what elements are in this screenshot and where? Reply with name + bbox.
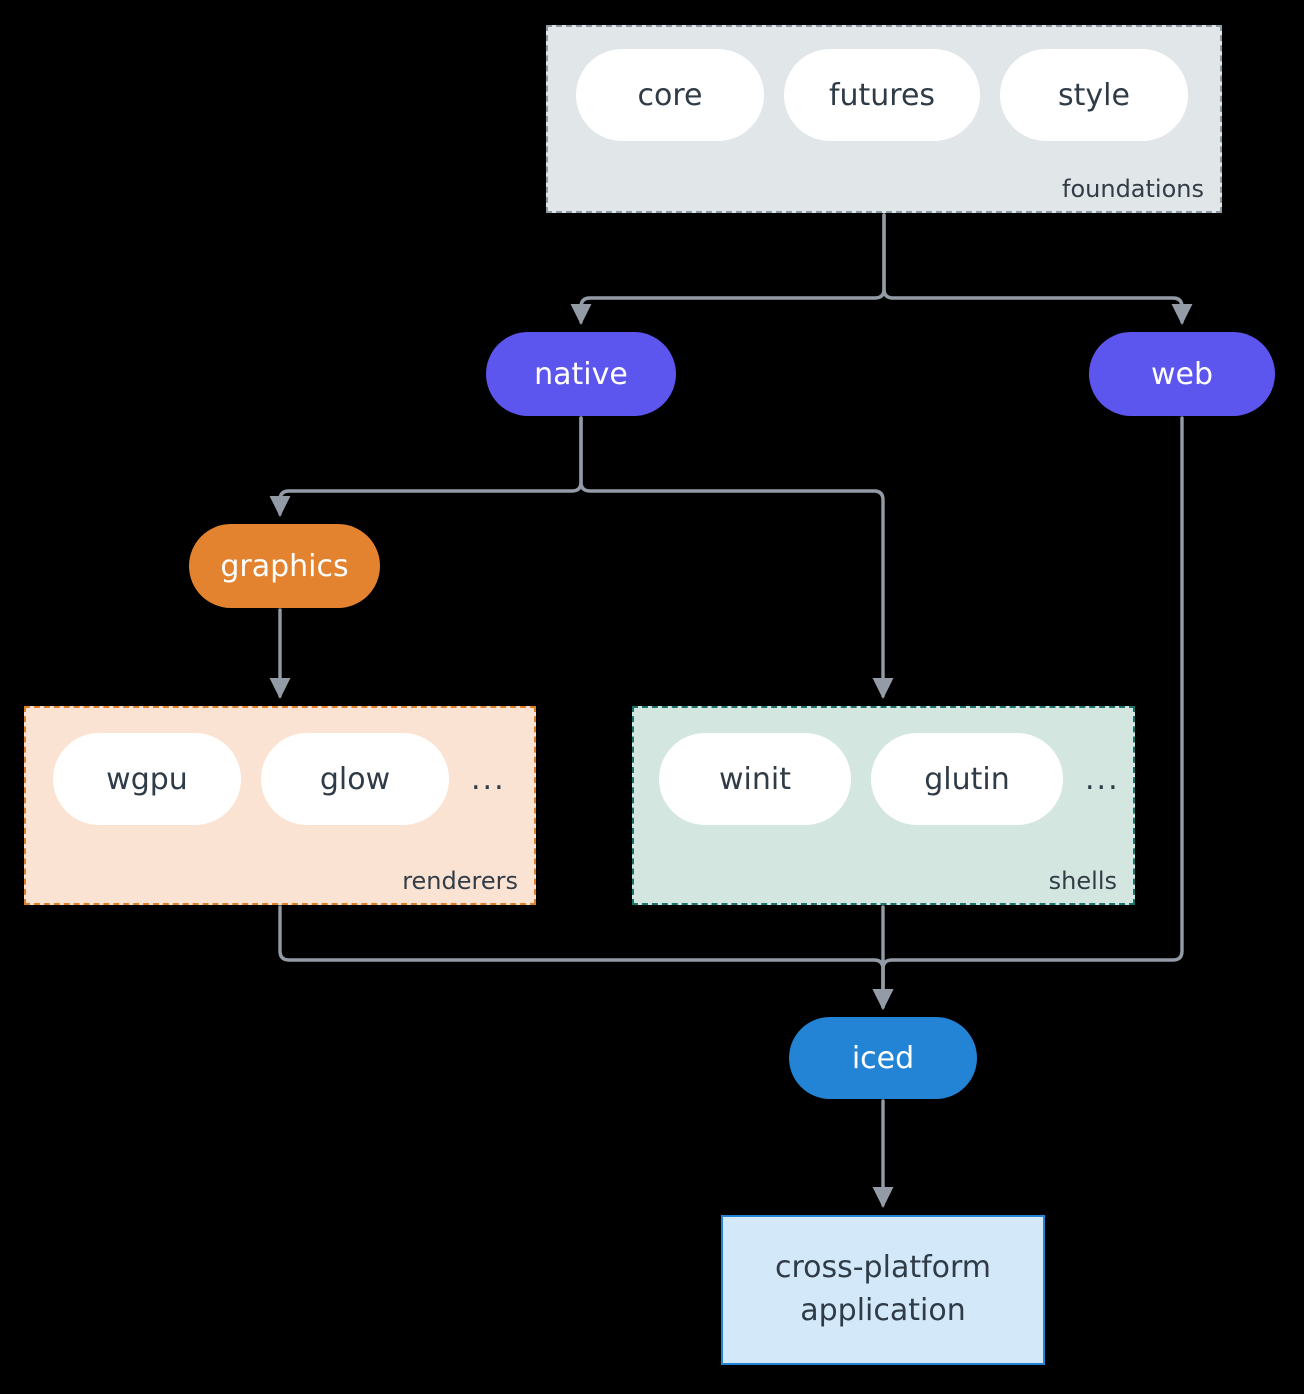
node-core[interactable]: core <box>576 49 764 141</box>
group-label-foundations: foundations <box>1062 175 1204 203</box>
group-label-shells: shells <box>1048 867 1117 895</box>
node-wgpu[interactable]: wgpu <box>53 733 241 825</box>
node-style[interactable]: style <box>1000 49 1188 141</box>
edge-foundations-to-web <box>882 213 1193 325</box>
application-line-1: cross-platform <box>774 1250 992 1286</box>
node-cross-platform-application[interactable]: cross-platform application <box>721 1215 1045 1365</box>
node-glutin[interactable]: glutin <box>871 733 1063 825</box>
renderers-items: wgpu glow ... <box>53 733 506 825</box>
node-winit[interactable]: winit <box>659 733 851 825</box>
group-label-renderers: renderers <box>402 867 518 895</box>
renderers-more-ellipsis: ... <box>471 761 506 797</box>
node-iced[interactable]: iced <box>789 1017 977 1099</box>
node-glow[interactable]: glow <box>261 733 449 825</box>
edge-renderers-to-iced <box>278 905 894 1010</box>
node-native[interactable]: native <box>486 332 676 416</box>
node-futures[interactable]: futures <box>784 49 980 141</box>
edge-foundations-to-native <box>570 213 886 325</box>
shells-items: winit glutin ... <box>659 733 1120 825</box>
foundations-items: core futures style <box>576 49 1188 141</box>
node-graphics[interactable]: graphics <box>189 524 380 608</box>
edge-native-to-shells <box>579 416 894 699</box>
group-renderers: wgpu glow ... renderers <box>24 706 536 905</box>
group-foundations: core futures style foundations <box>546 25 1222 213</box>
application-line-2: application <box>800 1293 966 1328</box>
node-web[interactable]: web <box>1089 332 1275 416</box>
group-shells: winit glutin ... shells <box>632 706 1135 905</box>
shells-more-ellipsis: ... <box>1085 761 1120 797</box>
edge-native-to-graphics <box>269 416 583 517</box>
